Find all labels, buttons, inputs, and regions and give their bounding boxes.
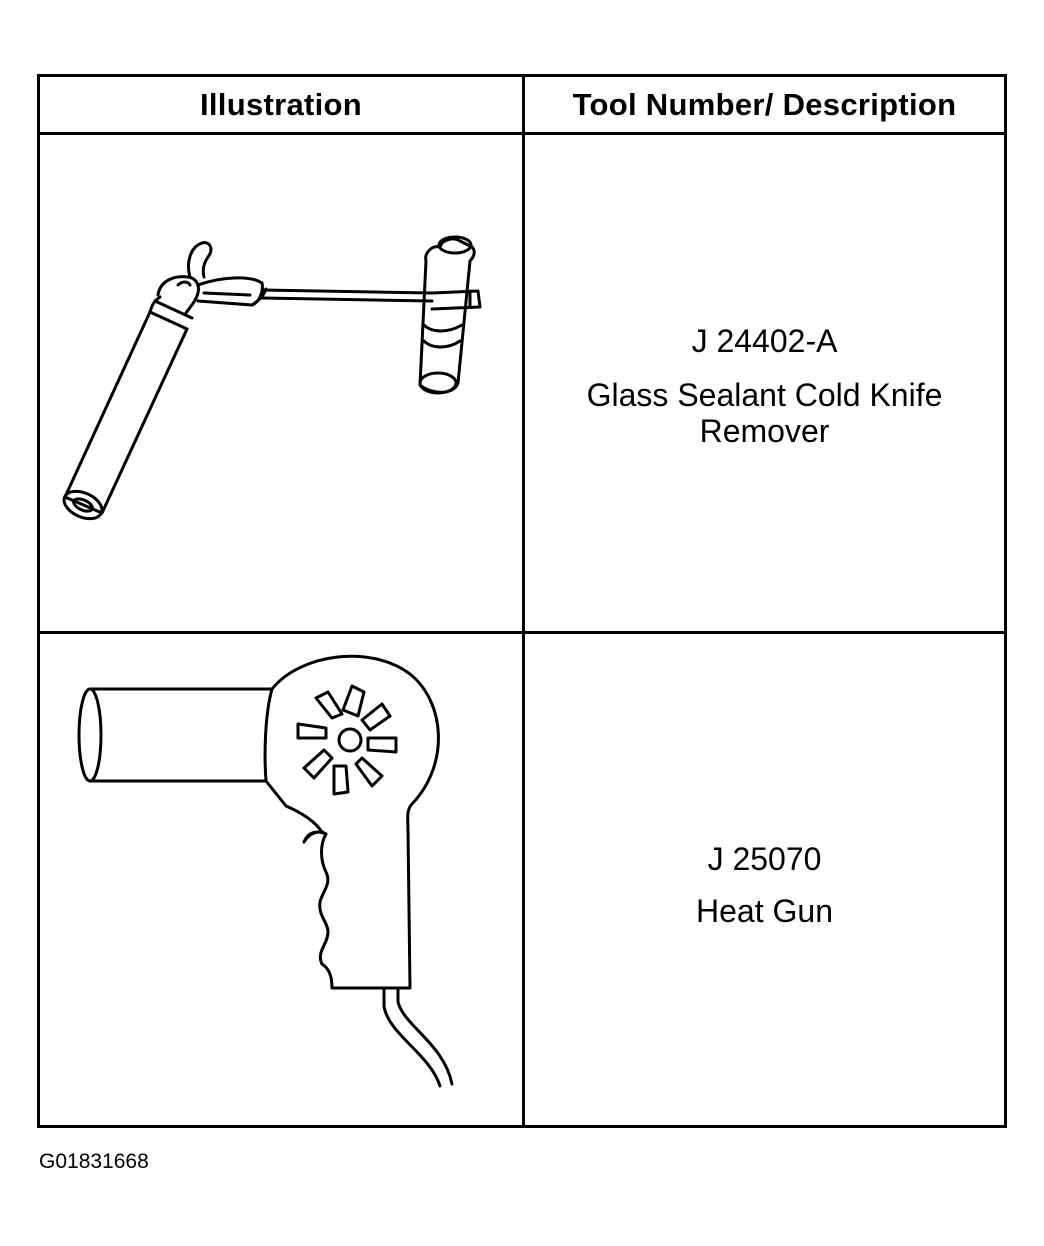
figure-id: G01831668: [39, 1150, 149, 1173]
row-1-illustration: [40, 135, 522, 631]
heat-gun-icon: [77, 654, 454, 1088]
tool-number-2: J 25070: [707, 841, 822, 877]
row-2-illustration: [40, 634, 522, 1125]
cold-knife-icon: [62, 235, 482, 521]
column-divider: [522, 77, 525, 1125]
tool-description-2: Heat Gun: [696, 893, 833, 929]
tool-number-1: J 24402-A: [691, 323, 838, 359]
tool-table: Illustration Tool Number/ Description: [37, 74, 1007, 1128]
tool-description-1: Glass Sealant Cold Knife Remover: [586, 377, 943, 449]
header-illustration: Illustration: [199, 86, 363, 122]
row-2-description: J 25070 Heat Gun: [525, 841, 1004, 929]
header-tool-description: Tool Number/ Description: [572, 86, 957, 122]
row-1-description: J 24402-A Glass Sealant Cold Knife Remov…: [525, 323, 1004, 449]
